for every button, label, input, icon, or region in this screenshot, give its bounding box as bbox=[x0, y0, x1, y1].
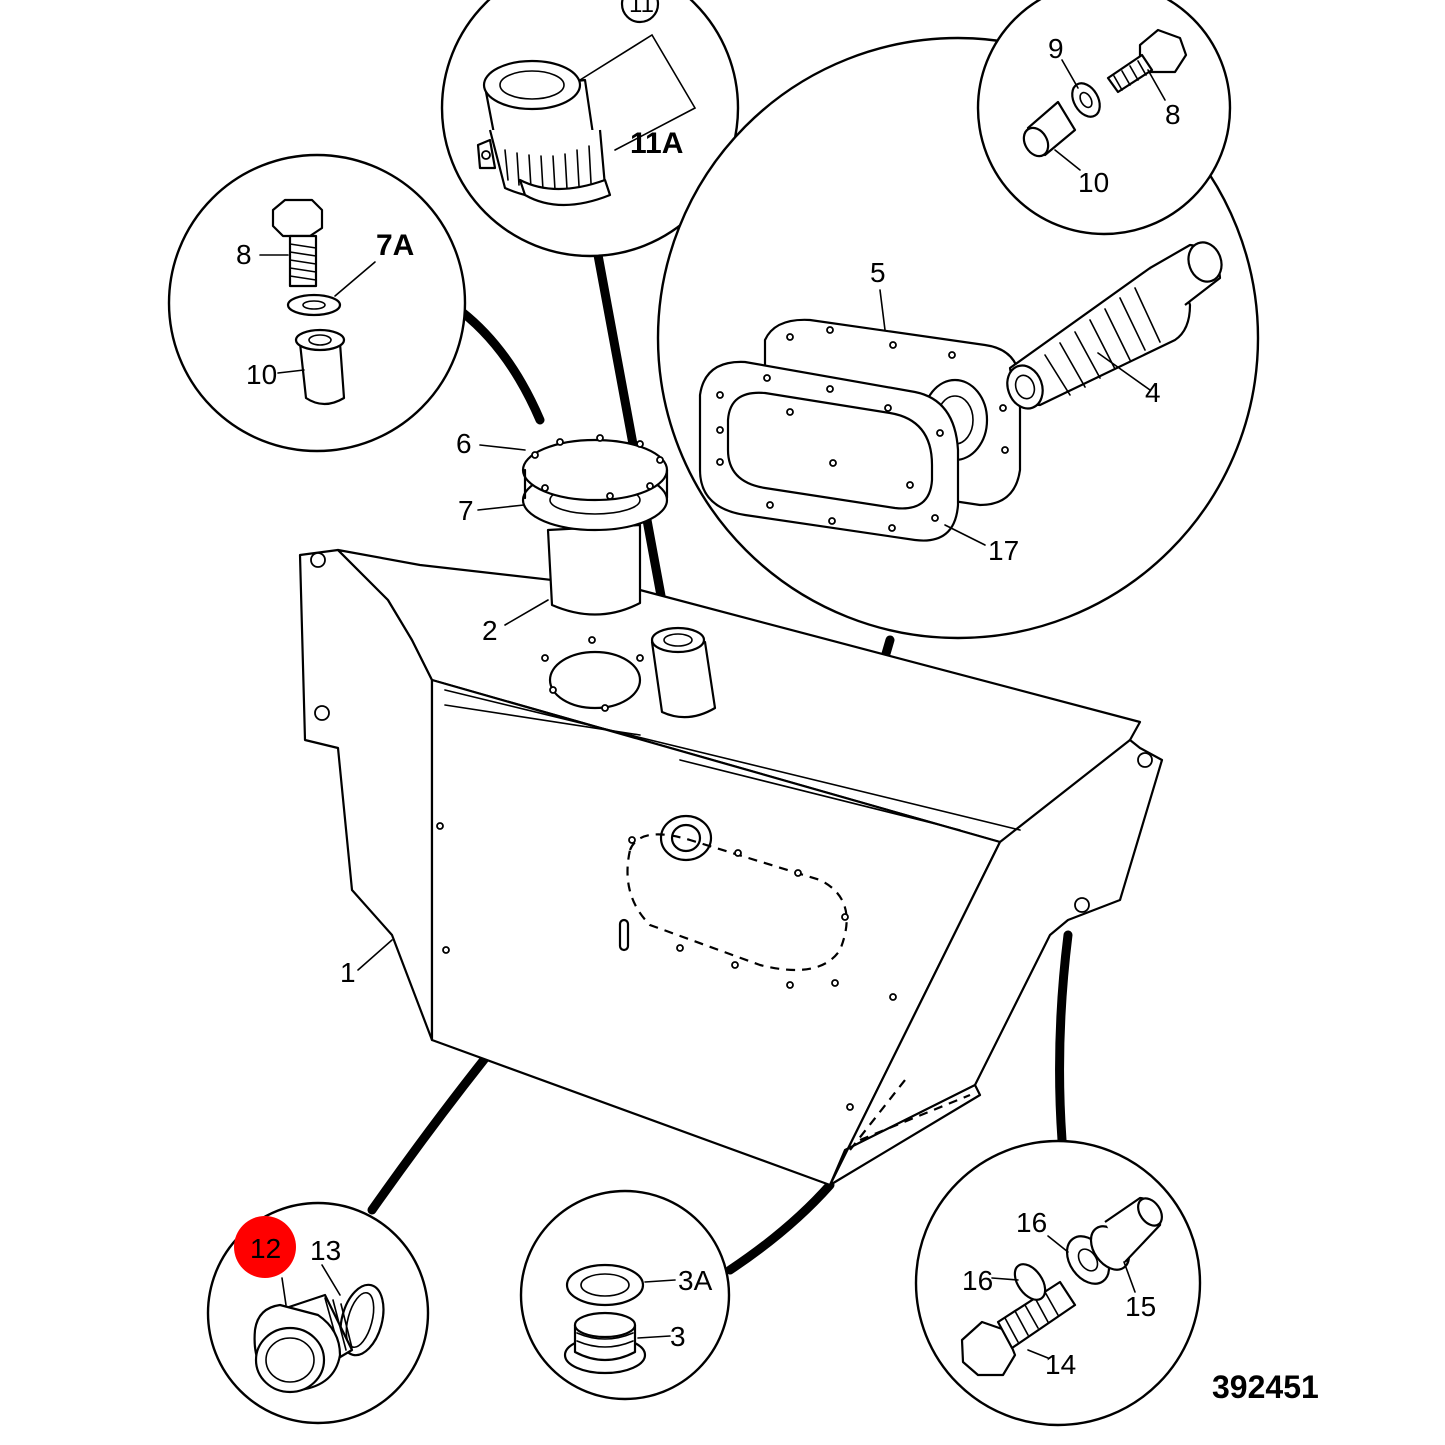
leader-bolt-14 bbox=[1055, 930, 1073, 1145]
label-13: 13 bbox=[310, 1235, 341, 1266]
cap-top bbox=[482, 59, 582, 111]
hydraulic-tank bbox=[298, 548, 1164, 1187]
detail-circle bbox=[976, 0, 1232, 236]
label-3a: 3A bbox=[678, 1265, 713, 1296]
label-8-right: 8 bbox=[1165, 99, 1181, 130]
label-7a: 7A bbox=[376, 229, 414, 262]
flange-hole bbox=[1074, 897, 1090, 913]
callout-circle-11 bbox=[620, 0, 660, 24]
label-5: 5 bbox=[870, 257, 886, 288]
tank-right-side bbox=[828, 738, 1164, 1187]
label-6: 6 bbox=[456, 428, 472, 459]
washer-7A bbox=[286, 293, 342, 317]
bolt-shank bbox=[1106, 53, 1154, 94]
label-1: 1 bbox=[340, 957, 356, 988]
label-4: 4 bbox=[1145, 377, 1161, 408]
breather-pipe-top bbox=[650, 626, 706, 654]
filler-neck-2 bbox=[546, 523, 642, 616]
spacer-10 bbox=[298, 341, 346, 406]
top-edge-line bbox=[444, 689, 1021, 831]
label-10-right: 10 bbox=[1078, 167, 1109, 198]
sight-slot bbox=[618, 918, 630, 952]
hidden-edge bbox=[859, 1093, 971, 1142]
detail-bolt-14 bbox=[914, 1139, 1202, 1427]
label-14: 14 bbox=[1045, 1349, 1076, 1380]
tank-bracket bbox=[828, 1083, 977, 1187]
filler-assembly bbox=[477, 434, 669, 626]
label-16-left: 16 bbox=[962, 1265, 993, 1296]
label-11a: 11A bbox=[630, 127, 683, 160]
flange-hole bbox=[1137, 752, 1153, 768]
flange-hole bbox=[314, 705, 330, 721]
label-2: 2 bbox=[482, 615, 498, 646]
top-edge-line bbox=[679, 759, 961, 831]
detail-bolt-right bbox=[976, 0, 1232, 236]
washer-3A bbox=[565, 1263, 645, 1307]
leader-bolt-8 bbox=[457, 307, 545, 425]
detail-drain-plug bbox=[206, 1201, 430, 1425]
highlight-marker bbox=[234, 1216, 296, 1278]
washer-16a bbox=[1013, 1263, 1047, 1301]
top-edge-line bbox=[444, 704, 641, 736]
label-11: 11 bbox=[629, 0, 654, 18]
label-12: 12 bbox=[250, 1233, 281, 1264]
drawing-number: 392451 bbox=[1212, 1369, 1319, 1405]
detail-plug-3 bbox=[519, 1189, 731, 1401]
label-3: 3 bbox=[670, 1321, 686, 1352]
breather-pipe bbox=[650, 640, 717, 719]
tank-top-opening bbox=[548, 650, 642, 710]
detail-breather-cap bbox=[440, 0, 740, 258]
label-7: 7 bbox=[458, 495, 474, 526]
detail-bolt-washer bbox=[167, 153, 467, 453]
leader-cap-11 bbox=[593, 250, 669, 617]
leader-plug-3 bbox=[725, 1180, 835, 1275]
label-9: 9 bbox=[1048, 33, 1064, 64]
washer-9 bbox=[1071, 82, 1101, 118]
label-10-left: 10 bbox=[246, 359, 277, 390]
flange-hole bbox=[310, 552, 326, 568]
label-16-top: 16 bbox=[1016, 1207, 1047, 1238]
part-labels: 1 2 3 3A 4 5 6 7 7A 8 8 9 10 10 11 11A 1… bbox=[236, 0, 1319, 1405]
bolt-head bbox=[271, 198, 324, 238]
gasket-17-inner bbox=[726, 391, 934, 510]
label-8-left: 8 bbox=[236, 239, 252, 270]
label-15: 15 bbox=[1125, 1291, 1156, 1322]
label-17: 17 bbox=[988, 535, 1019, 566]
bolt-head bbox=[960, 1320, 1017, 1377]
